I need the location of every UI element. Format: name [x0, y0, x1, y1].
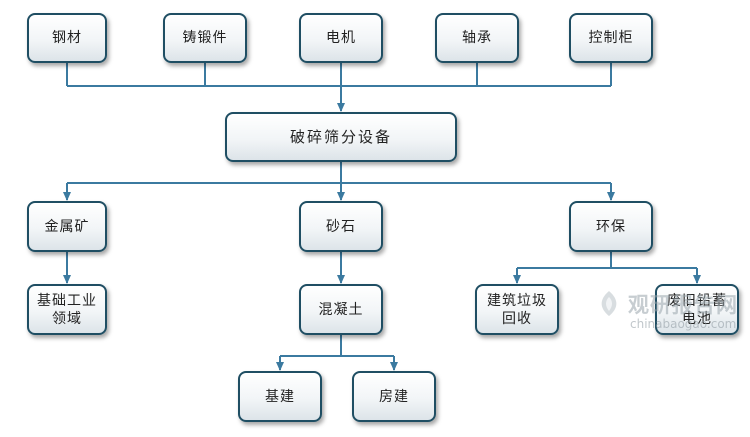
node-zhuduanjian: 铸锻件: [163, 13, 247, 63]
node-construction-waste: 建筑垃圾 回收: [475, 284, 559, 335]
node-dianji: 电机: [299, 13, 383, 63]
node-infrastructure: 基建: [238, 371, 322, 422]
node-gangcai: 钢材: [27, 13, 107, 63]
node-concrete: 混凝土: [299, 284, 383, 335]
node-center-equipment: 破碎筛分设备: [225, 112, 457, 162]
node-housing: 房建: [352, 371, 436, 422]
node-metal-ore: 金属矿: [27, 201, 107, 252]
node-zhoucheng: 轴承: [435, 13, 519, 63]
node-basic-industry: 基础工业 领域: [27, 284, 107, 335]
node-kongzhigui: 控制柜: [569, 13, 653, 63]
node-lead-acid-battery: 废旧铅蓄 电池: [655, 284, 739, 335]
node-sand-stone: 砂石: [299, 201, 383, 252]
node-environmental: 环保: [569, 201, 653, 252]
